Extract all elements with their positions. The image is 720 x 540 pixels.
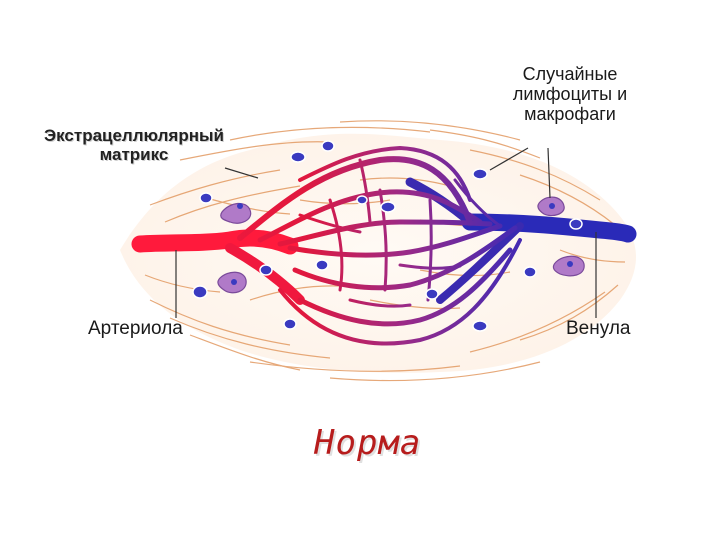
macrophages	[217, 196, 585, 294]
ecm-label-line-1: Экстрацеллюлярный	[44, 126, 224, 145]
leader-lines	[175, 147, 597, 318]
arteriole-label: Артериола	[88, 318, 183, 339]
lymph-label-line-2: лимфоциты и	[512, 84, 628, 105]
lymph-label-line-1: Случайные	[522, 64, 618, 84]
extracellular-matrix-label: Экстрацеллюлярный матрикс	[14, 126, 254, 164]
lymph-label-line-3: макрофаги	[524, 104, 616, 125]
diagram-title: Норма	[314, 423, 422, 463]
venule-vessel	[461, 213, 637, 243]
lymphocytes-macrophages-label: Случайные лимфоциты и макрофаги	[470, 64, 670, 124]
arteriole-vessel	[131, 229, 299, 255]
venule-lower-branch	[436, 222, 524, 304]
capillaries	[237, 145, 522, 346]
venule-label: Венула	[566, 318, 631, 339]
macrophage-nuclei	[231, 203, 573, 285]
lymphocytes	[192, 140, 583, 332]
ecm-label-line-2: матрикс	[99, 145, 169, 165]
